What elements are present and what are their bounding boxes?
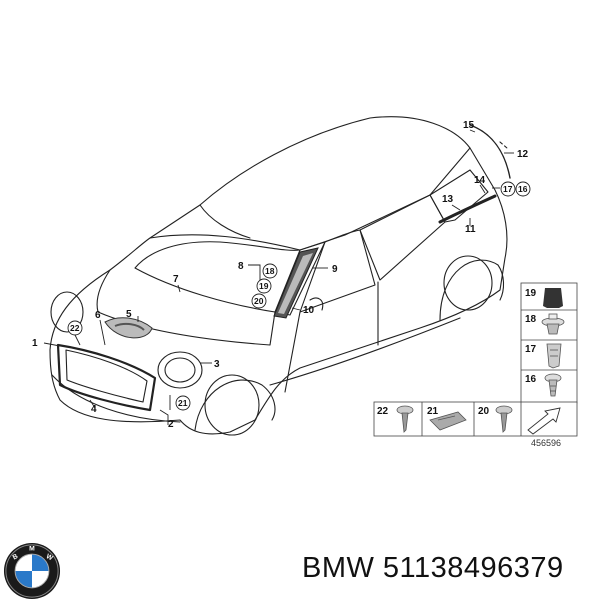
callout-6: 6: [95, 310, 101, 321]
callout-circle-19: [256, 278, 272, 294]
clip-16-icon: [544, 373, 562, 397]
a-pillar-trim-inner: [278, 253, 313, 314]
legend-label-20: 20: [478, 406, 490, 417]
callout-11: 11: [465, 224, 476, 235]
parts-diagram: 1 2 3 4 5 6 7 8 9 10 11 12 13 14 15 17 1…: [32, 116, 578, 448]
svg-text:B: B: [12, 553, 20, 562]
front-wheel-arch: [194, 379, 276, 431]
leader-22: [74, 334, 81, 346]
clip-17-icon: [546, 343, 562, 369]
roof-trim-strip: [469, 124, 511, 179]
leader-7: [177, 284, 181, 293]
screw-22-icon: [396, 405, 414, 433]
callout-22: 22: [70, 323, 80, 333]
front-side-window: [299, 229, 376, 313]
front-grille-inner: [65, 349, 148, 403]
drawing-number: 456596: [531, 438, 561, 448]
car-body-outline: [49, 116, 508, 435]
legend-label-17: 17: [525, 344, 537, 355]
leader-1: [43, 342, 61, 347]
callout-circle-16: [515, 181, 531, 197]
bmw-logo-icon: B M W: [3, 542, 61, 600]
headlight-right-inner: [164, 357, 196, 383]
legend-label-18: 18: [525, 314, 537, 325]
leader-4: [89, 399, 96, 409]
callout-17: 17: [503, 184, 513, 194]
legend-label-22: 22: [377, 406, 389, 417]
callout-8: 8: [238, 261, 244, 272]
callout-20: 20: [254, 296, 264, 306]
callout-18: 18: [265, 266, 275, 276]
callout-21: 21: [178, 398, 188, 408]
callout-2: 2: [168, 419, 174, 430]
callout-circle-22: [67, 320, 83, 336]
callout-16: 16: [518, 184, 528, 194]
door-line-front: [284, 311, 301, 393]
callout-7: 7: [173, 274, 179, 285]
callout-5: 5: [126, 309, 132, 320]
tool-arrow-icon: [527, 407, 561, 435]
callout-circle-21: [175, 395, 191, 411]
headlight-right: [157, 351, 203, 389]
callout-15: 15: [463, 120, 475, 131]
callout-14: 14: [474, 175, 486, 186]
rear-wheel-arch: [439, 259, 505, 321]
svg-text:M: M: [29, 546, 35, 553]
headlight-left: [50, 291, 84, 333]
leader-13: [451, 204, 461, 211]
windshield: [134, 241, 301, 313]
clip-19-icon: [543, 288, 563, 308]
callout-3: 3: [214, 359, 220, 370]
part-number-label: BMW 51138496379: [302, 552, 564, 584]
callout-9: 9: [332, 264, 338, 275]
callout-circle-20: [251, 293, 267, 309]
leader-2: [159, 409, 169, 425]
clip-21-icon: [429, 411, 467, 431]
callout-12: 12: [517, 149, 529, 160]
bumper-line: [51, 374, 181, 423]
sill-line: [269, 317, 461, 386]
callout-1: 1: [32, 338, 38, 349]
clip-18-icon: [541, 313, 565, 335]
callout-10: 10: [303, 305, 315, 316]
roof-line: [199, 204, 251, 239]
callout-13: 13: [442, 194, 454, 205]
roof-trim-strip-dash: [499, 141, 508, 149]
legend-label-19: 19: [525, 288, 537, 299]
rear-window-trim: [438, 194, 497, 224]
callout-circle-18: [262, 263, 278, 279]
screw-20-icon: [495, 405, 513, 433]
svg-text:W: W: [45, 553, 54, 562]
front-grille: [56, 343, 157, 412]
side-mirror: [309, 297, 324, 311]
callout-circle-17: [500, 181, 516, 197]
hood-scoop-slot: [114, 322, 145, 331]
legend-label-21: 21: [427, 406, 439, 417]
hood-scoop-part: [104, 317, 153, 339]
leader-14: [479, 184, 486, 194]
leader-6: [99, 319, 106, 346]
callout-4: 4: [91, 404, 97, 415]
leader-15: [469, 129, 476, 133]
legend-label-16: 16: [525, 374, 537, 385]
front-wheel: [204, 374, 260, 436]
leader-10: [291, 307, 301, 311]
callout-19: 19: [259, 281, 269, 291]
rear-wheel: [443, 255, 493, 311]
